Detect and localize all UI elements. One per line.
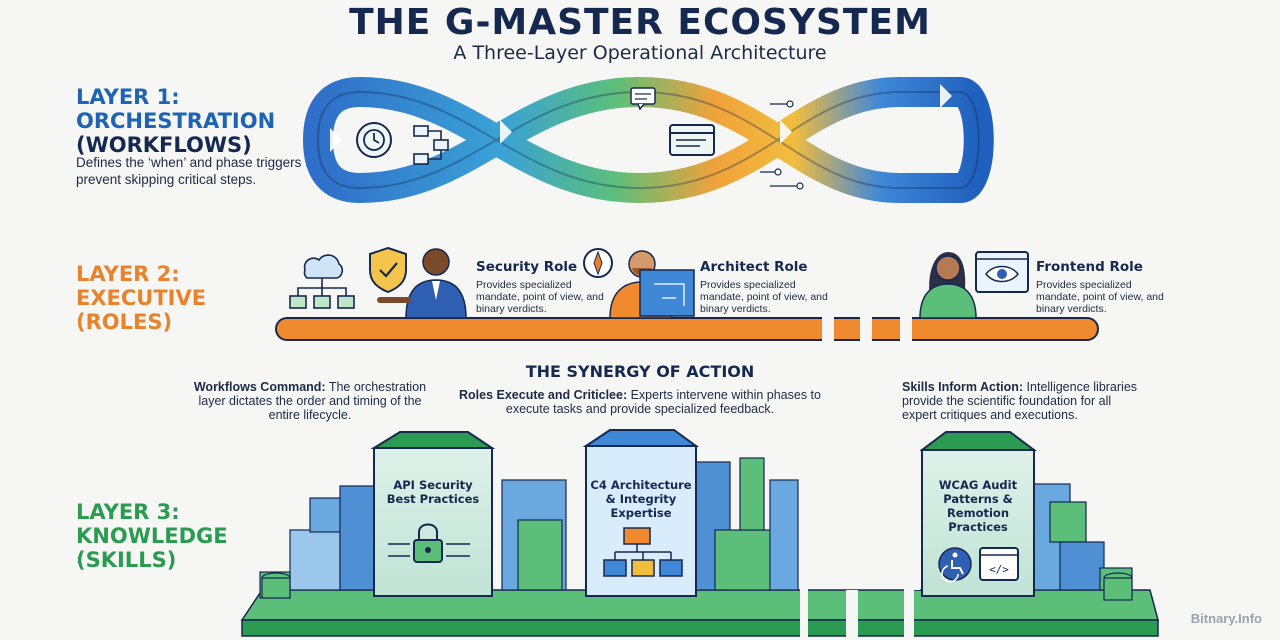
data-blocks: [259, 457, 1133, 599]
note-heading: Skills Inform Action:: [902, 380, 1024, 394]
synergy-note-workflows: Workflows Command: The orchestration lay…: [190, 380, 430, 422]
role-frontend: Frontend Role Provides specialized manda…: [1036, 259, 1166, 315]
roles-platform: [275, 316, 1099, 342]
building-label-c4: C4 Architecture & Integrity Expertise: [590, 478, 692, 520]
role-description: Provides specialized mandate, point of v…: [476, 279, 604, 315]
skills-base: [240, 589, 1159, 638]
cloud-network-icon: [289, 254, 355, 309]
building-label-api-security: API Security Best Practices: [386, 478, 480, 506]
progress-dots: [760, 100, 804, 190]
cylinder-stacks: [261, 572, 1133, 601]
code-icon: </>: [979, 547, 1019, 581]
role-architect: Architect Role Provides specialized mand…: [700, 259, 830, 315]
security-role-person: [377, 248, 467, 319]
page-subtitle: A Three-Layer Operational Architecture: [453, 42, 827, 64]
synergy-note-skills: Skills Inform Action: Intelligence libra…: [902, 380, 1142, 422]
browser-icon: [669, 124, 715, 156]
synergy-title: THE SYNERGY OF ACTION: [525, 362, 755, 381]
synergy-note-roles: Roles Execute and Criticlee: Experts int…: [450, 388, 830, 416]
clock-icon: [356, 122, 392, 158]
note-text: The orchestration layer dictates the ord…: [198, 380, 427, 422]
watermark: Bitnary.Info: [1190, 611, 1262, 626]
role-description: Provides specialized mandate, point of v…: [700, 279, 828, 315]
layer1-description: Defines the ‘when’ and phase triggers to…: [76, 155, 317, 187]
layer2-line: (ROLES): [76, 310, 173, 334]
frontend-role-person: [919, 252, 977, 319]
layer3-line: KNOWLEDGE: [76, 524, 228, 548]
role-name: Security Role: [476, 259, 578, 275]
shield-check-icon: [369, 246, 407, 294]
note-text: Experts intervene within phases to execu…: [505, 388, 821, 416]
svg-text:</>: </>: [989, 563, 1009, 576]
building-api-security: [370, 431, 496, 597]
page-title: THE G-MASTER ECOSYSTEM: [349, 2, 931, 43]
role-name: Architect Role: [700, 259, 808, 275]
layer1-heading: LAYER 1: ORCHESTRATION (WORKFLOWS): [76, 85, 275, 157]
accessibility-icon: [938, 547, 972, 583]
layer3-line: (SKILLS): [76, 548, 177, 572]
workflow-ribbon: [303, 77, 994, 203]
role-name: Frontend Role: [1036, 259, 1143, 275]
layer1-line: LAYER 1:: [76, 85, 180, 109]
role-security: Security Role Provides specialized manda…: [476, 259, 606, 315]
layer2-line: LAYER 2:: [76, 262, 180, 286]
layer1-line: (WORKFLOWS): [76, 133, 252, 157]
note-text: Intelligence libraries provide the scien…: [902, 380, 1138, 422]
architect-role-person: [609, 250, 695, 319]
layer2-heading: LAYER 2: EXECUTIVE (ROLES): [76, 262, 206, 334]
building-gaps: [800, 450, 920, 590]
hierarchy-diagram-icon: [603, 527, 683, 577]
flowchart-icon: [413, 125, 449, 165]
speech-bubble-icon: [630, 87, 656, 111]
layer1-line: ORCHESTRATION: [76, 109, 276, 133]
note-heading: Workflows Command:: [193, 380, 326, 394]
layer3-heading: LAYER 3: KNOWLEDGE (SKILLS): [76, 500, 228, 572]
eye-icon: [975, 251, 1029, 293]
padlock-icon: [388, 523, 470, 563]
building-label-wcag: WCAG Audit Patterns & Remotion Practices: [938, 478, 1018, 534]
note-heading: Roles Execute and Criticlee:: [459, 388, 628, 402]
layer2-line: EXECUTIVE: [76, 286, 207, 310]
layer3-line: LAYER 3:: [76, 500, 180, 524]
compass-icon: [583, 248, 613, 278]
role-description: Provides specialized mandate, point of v…: [1036, 279, 1164, 315]
